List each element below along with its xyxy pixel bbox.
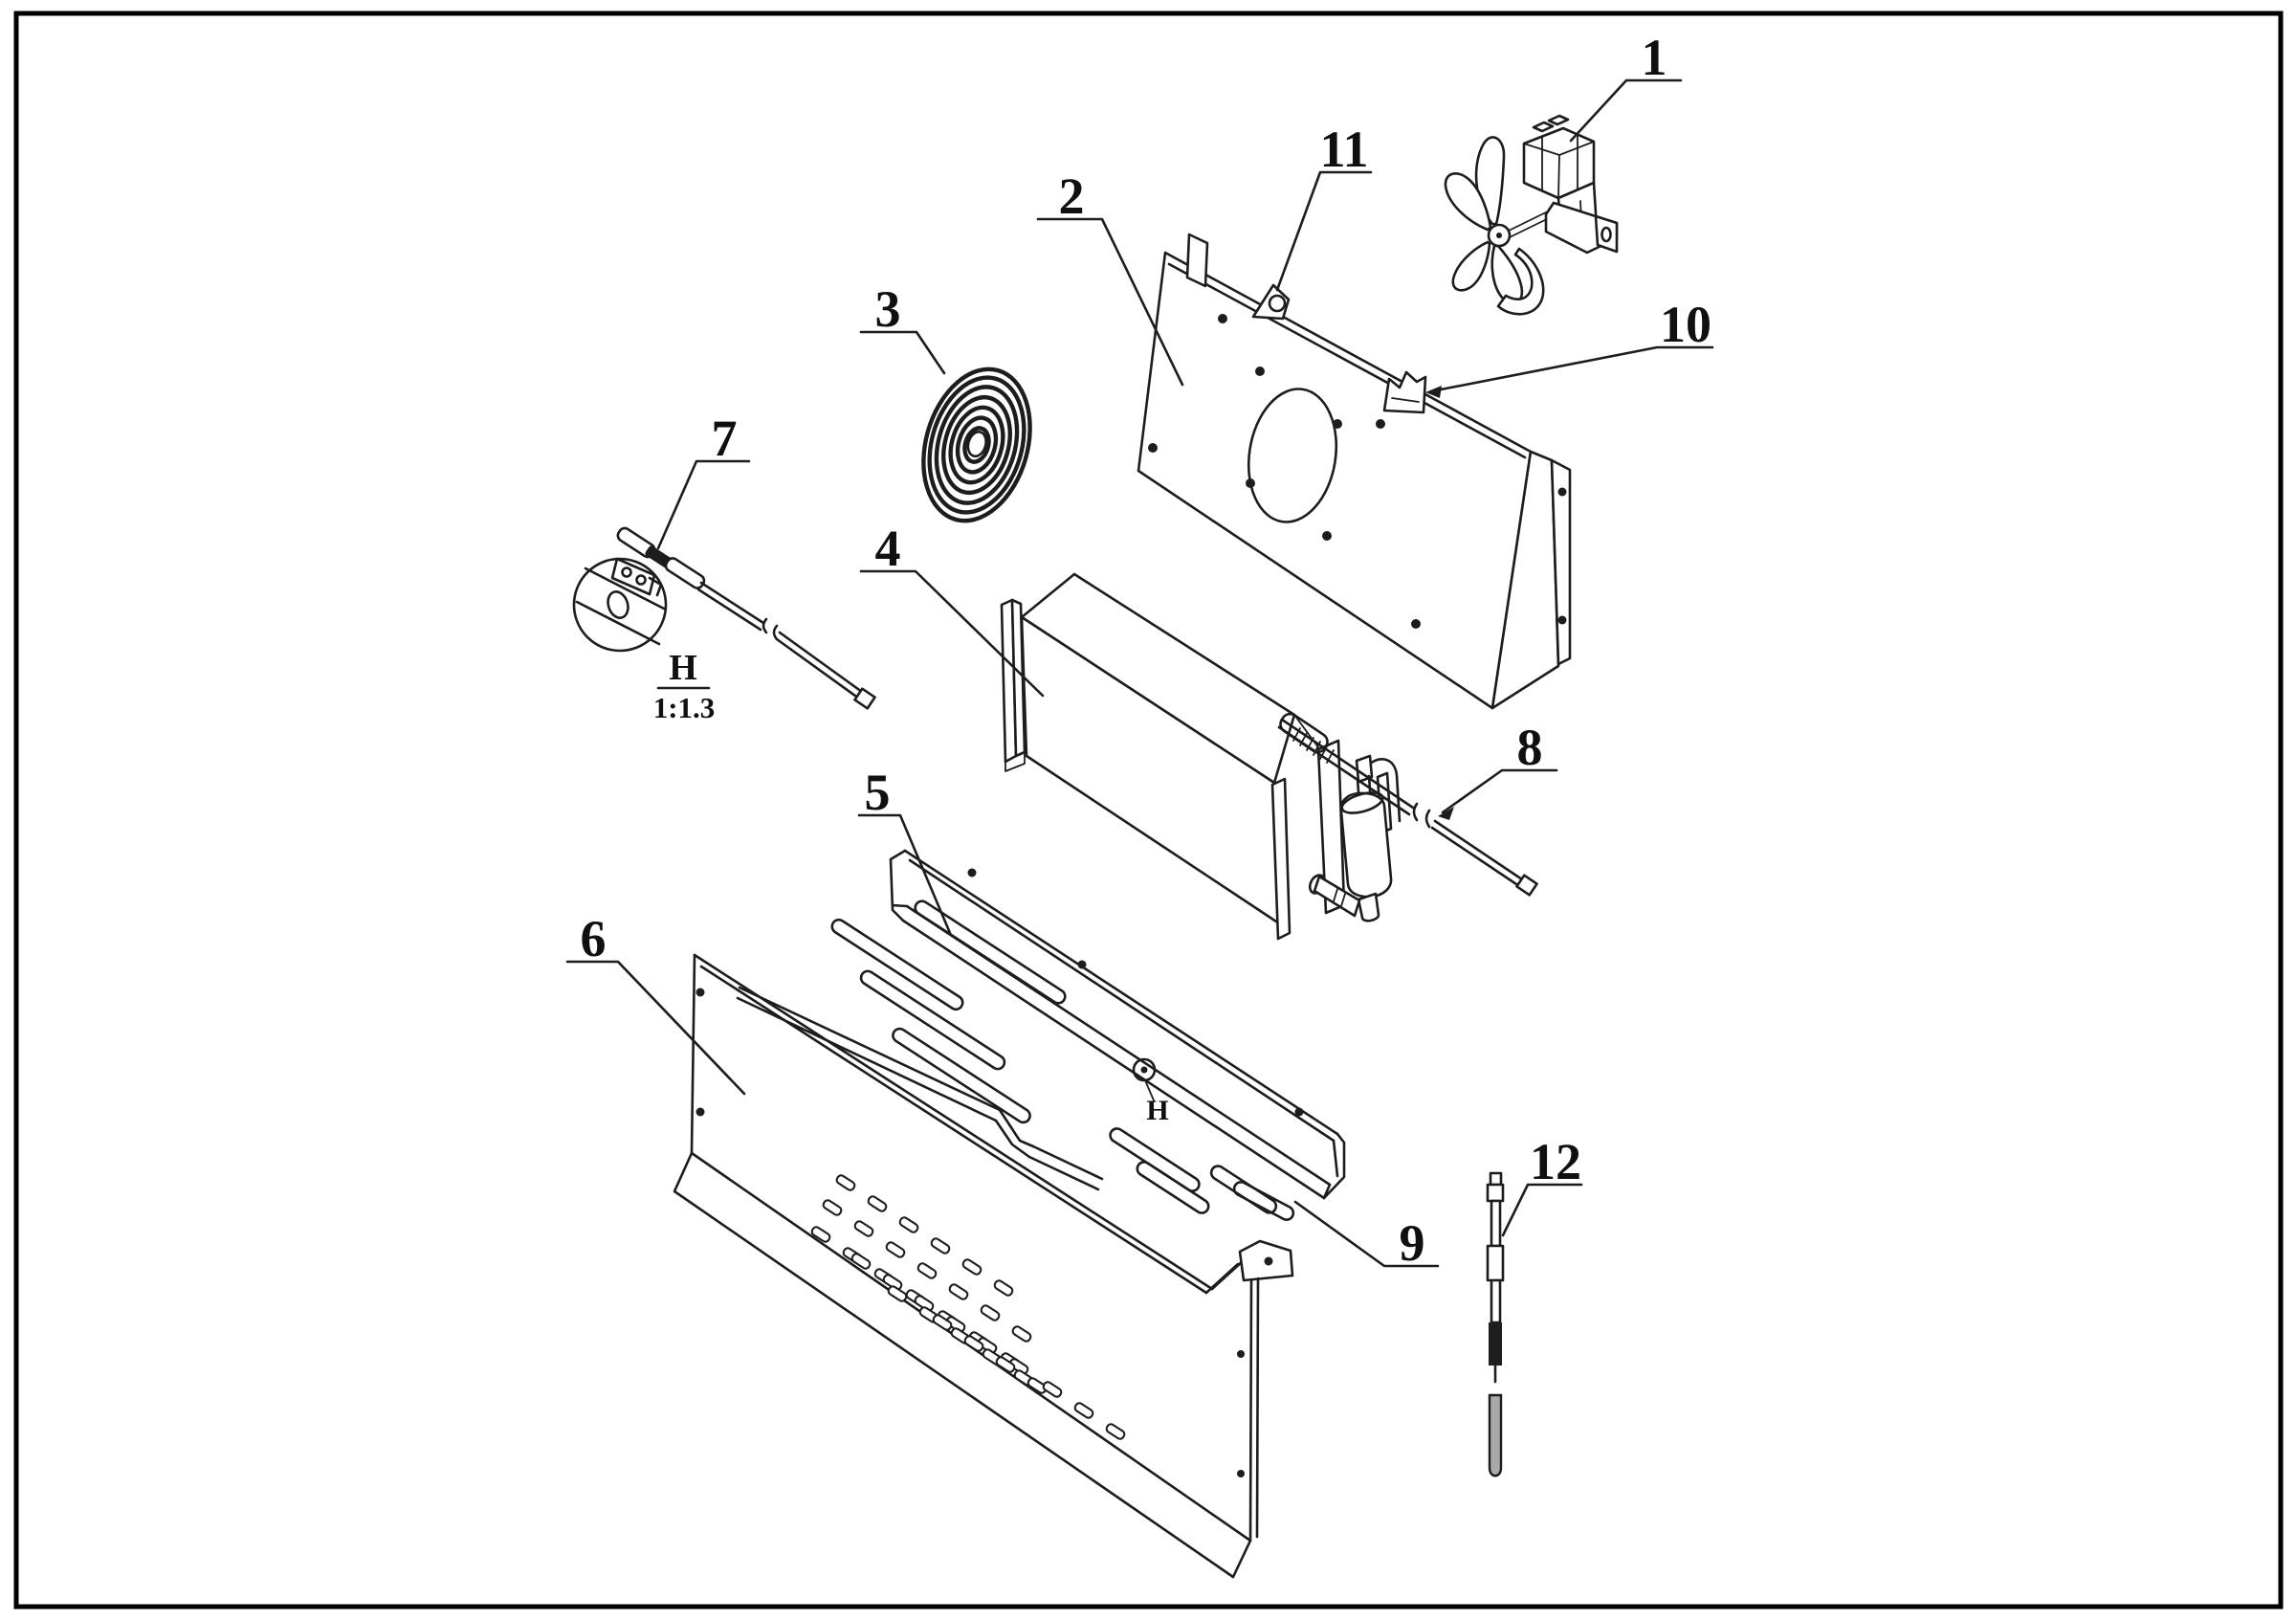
break-symbol (762, 617, 779, 641)
fan-blade (1444, 172, 1492, 232)
tube-hairpins (830, 899, 1295, 1221)
callout-1: 1 (1569, 29, 1683, 143)
leader-line (656, 459, 751, 550)
callout-label-11: 11 (1319, 121, 1368, 178)
leader-line (859, 569, 1045, 698)
drawing-border (13, 11, 2284, 1610)
motor-terminals (1532, 114, 1570, 133)
bracket-hole (1601, 226, 1612, 243)
break-symbol (1412, 802, 1431, 829)
shroud-side-flange (1550, 458, 1572, 666)
rod-end-cap (1515, 874, 1538, 897)
clip-hole (1268, 294, 1287, 313)
coil-center (966, 430, 987, 458)
callout-5: 5 (857, 764, 952, 935)
callout-3: 3 (859, 280, 946, 375)
clamp-plate (610, 557, 656, 596)
spiral-coil (921, 366, 1032, 523)
leader-line (1036, 217, 1184, 387)
evaporator (1000, 572, 1346, 941)
detail-title: H (669, 648, 697, 688)
tube-main (736, 986, 1002, 1122)
callout-label-9: 9 (1400, 1214, 1425, 1272)
panel-right-edge (1248, 1277, 1260, 1543)
capillary-tube (696, 581, 765, 632)
bracket-flange (1594, 214, 1619, 254)
callout-7: 7 (656, 410, 751, 550)
callout-label-3: 3 (875, 280, 901, 338)
callout-4: 4 (859, 520, 1045, 698)
fan-opening (1247, 388, 1338, 523)
shroud-face (1137, 251, 1533, 710)
elbow-pipe (1313, 875, 1361, 918)
detail-marker-label: H (1146, 1095, 1168, 1126)
filter-drier (1308, 754, 1402, 922)
louver-vents (809, 1172, 1127, 1442)
callout-label-8: 8 (1517, 719, 1543, 776)
tray-left-end (889, 849, 909, 922)
leader-line (1569, 78, 1683, 143)
shroud-hem (1167, 262, 1527, 459)
fan-motor-assembly (1444, 114, 1619, 316)
detail-scale: 1:1.3 (653, 691, 716, 724)
callout-10: 10 (1425, 296, 1714, 398)
rod-threads (1292, 727, 1335, 764)
callout-label-2: 2 (1059, 167, 1085, 225)
callout-label-6: 6 (581, 910, 607, 967)
screw-holes (1148, 314, 1421, 629)
callout-label-10: 10 (1660, 296, 1711, 353)
leader-line (857, 813, 952, 935)
rod-upper (1277, 718, 1415, 816)
callout-8: 8 (1438, 719, 1558, 820)
panel-front-lip (673, 1151, 1252, 1579)
louvered-panel (673, 953, 1294, 1579)
leader-line (1293, 1200, 1440, 1268)
fan-blade (1451, 240, 1491, 292)
retainer-clip (1251, 283, 1291, 321)
callout-label-7: 7 (712, 410, 738, 467)
condenser-tube (736, 899, 1295, 1221)
callout-2: 2 (1036, 167, 1184, 387)
rod-lower (1430, 819, 1524, 888)
leader-arrow (1425, 386, 1442, 398)
shroud-side-wall (1490, 450, 1560, 710)
leader-line (1441, 768, 1558, 814)
detail-view-label: H 1:1.3 (653, 648, 716, 724)
panel-left-edge (690, 953, 696, 1155)
capillary-end (853, 687, 876, 710)
heater-rod (1486, 1171, 1505, 1477)
right-flange (1270, 777, 1292, 941)
callout-6: 6 (565, 910, 746, 1096)
capillary-rod (1277, 712, 1538, 897)
callout-label-4: 4 (875, 520, 901, 577)
leader-arrow (1438, 807, 1454, 820)
mounting-clip (1382, 370, 1427, 414)
fan-shroud-panel (1137, 233, 1572, 710)
callout-label-12: 12 (1530, 1133, 1581, 1190)
fan-blade (1496, 247, 1545, 316)
shroud-tab (1185, 233, 1209, 288)
tube-jog (994, 1108, 1035, 1159)
leader-line (565, 960, 746, 1096)
drier-outlet (1357, 892, 1380, 922)
callout-11: 11 (1275, 121, 1373, 292)
leader-line (1501, 1183, 1583, 1237)
thermostat-assembly (616, 526, 876, 710)
panel-top-hem (693, 953, 1214, 1295)
callout-9: 9 (1293, 1200, 1440, 1272)
detail-circle-h (572, 557, 668, 653)
detail-marker: H (1132, 1057, 1169, 1126)
panel-notch (1204, 1258, 1246, 1295)
leader-line (1275, 170, 1373, 292)
sensor-sleeve (664, 557, 706, 589)
drier-body (1339, 791, 1393, 899)
callout-label-1: 1 (1642, 29, 1667, 86)
leader-line (1429, 345, 1714, 393)
callout-12: 12 (1501, 1133, 1583, 1237)
callout-label-5: 5 (865, 764, 891, 821)
tray-right-end (1322, 1132, 1346, 1200)
leader-line (859, 330, 946, 375)
